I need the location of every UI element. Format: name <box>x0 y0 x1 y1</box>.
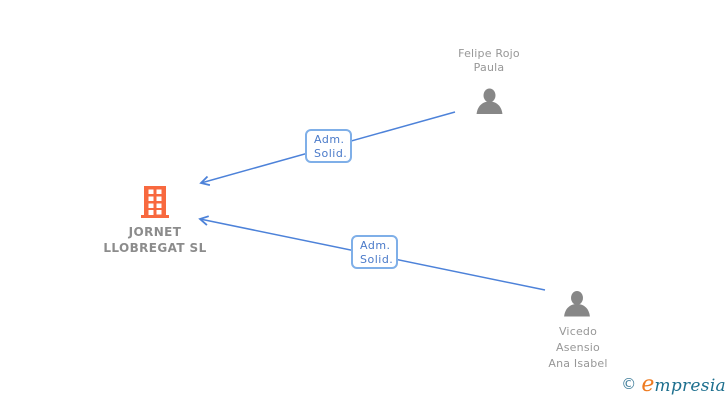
company-name-line1: JORNET <box>128 225 182 239</box>
relationship-label-1: Adm. Solid. <box>305 129 352 163</box>
brand-initial: e <box>641 372 655 397</box>
relationship-label-1-line2: Solid. <box>314 147 348 160</box>
relationship-label-2-line1: Adm. <box>360 239 391 252</box>
company-name-line2: LLOBREGAT SL <box>103 241 207 255</box>
company-node[interactable] <box>141 186 169 218</box>
person-name-vicedo-line3: Ana Isabel <box>548 357 608 370</box>
person-icon <box>476 88 503 119</box>
person-name-felipe: Felipe Rojo Paula <box>424 47 554 75</box>
person-node-felipe[interactable] <box>476 88 503 115</box>
person-name-vicedo-line1: Vicedo <box>558 325 598 338</box>
empresia-watermark: © empresia <box>621 372 726 397</box>
relationship-label-1-line1: Adm. <box>314 133 345 146</box>
relationship-label-2: Adm. Solid. <box>351 235 398 269</box>
person-name-felipe-line1: Felipe Rojo <box>458 47 520 60</box>
relationship-label-2-line2: Solid. <box>360 253 394 266</box>
company-name: JORNET LLOBREGAT SL <box>80 224 230 256</box>
copyright-icon: © <box>621 375 637 393</box>
person-node-vicedo[interactable] <box>563 291 591 317</box>
person-name-vicedo: Vicedo Asensio Ana Isabel <box>513 324 643 372</box>
brand-name: mpresia <box>654 376 726 396</box>
person-name-felipe-line2: Paula <box>473 61 505 74</box>
person-icon <box>563 291 591 321</box>
building-icon <box>141 186 169 222</box>
person-name-vicedo-line2: Asensio <box>556 341 600 354</box>
